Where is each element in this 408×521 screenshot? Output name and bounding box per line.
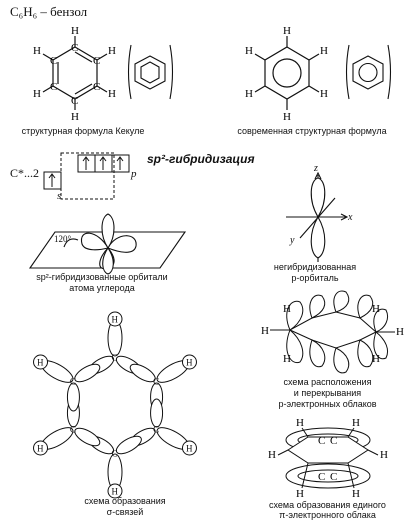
atom-label: H <box>268 449 276 461</box>
atom-label: H <box>352 417 360 429</box>
atom-label: C <box>71 95 78 107</box>
caption-unhybrid-2: p-орбиталь <box>291 273 339 283</box>
hydrogen-circle <box>107 483 123 499</box>
atom-label: H <box>186 444 193 454</box>
hydrogen-circle <box>33 440 49 456</box>
atom-label: H <box>186 358 193 368</box>
caption-unhybrid-1: негибридизованная <box>273 262 357 272</box>
caption-overlap-2: и перекрывания <box>293 388 362 398</box>
caption-sp2-2: атома углерода <box>69 283 135 293</box>
atom-label: C <box>93 55 100 67</box>
atom-label: H <box>33 45 41 57</box>
sigma-lobe <box>74 427 101 447</box>
p-overlap-scheme <box>270 290 395 374</box>
atom-label: C <box>153 425 159 435</box>
atom-label: C <box>318 471 325 483</box>
orbital-boxes <box>43 152 130 200</box>
atom-label: C <box>70 377 76 387</box>
sigma-lobe <box>129 363 156 383</box>
hydrogen-circle <box>181 440 197 456</box>
atom-label: C <box>50 55 57 67</box>
modern-structure <box>254 36 320 110</box>
pi-cloud-scheme <box>277 427 379 489</box>
atom-label: H <box>71 25 79 37</box>
atom-label: H <box>320 45 328 57</box>
atom-label: C <box>93 81 100 93</box>
page-title: C₆H₆ – бензол <box>10 4 88 19</box>
atom-label: H <box>396 326 404 338</box>
kekule-labels: H C H C H C H C H C H C <box>33 25 116 123</box>
atom-label: H <box>112 315 119 325</box>
atom-label: H <box>372 353 380 365</box>
atom-label: C <box>330 435 337 447</box>
atom-label: H <box>283 353 291 365</box>
atom-label: H <box>380 449 388 461</box>
atom-label: H <box>245 45 253 57</box>
modern-labels: H H H H H H <box>245 25 328 123</box>
atom-label: H <box>112 487 119 497</box>
caption-modern: современная структурная формула <box>237 126 387 136</box>
axis-z: z <box>314 163 318 174</box>
atom-label: H <box>320 88 328 100</box>
p-orbital-axes <box>286 171 349 262</box>
hybridization-label: sp²-гибридизация <box>147 152 255 166</box>
p-overlap-labels: H H H H H H <box>261 303 404 365</box>
atom-label: H <box>283 25 291 37</box>
s-label: s <box>57 190 62 202</box>
atom-label: H <box>37 358 44 368</box>
atom-label: H <box>33 88 41 100</box>
atom-label: H <box>372 303 380 315</box>
caption-sigma-1: схема образования <box>84 496 166 506</box>
angle-label: 120° <box>54 234 72 244</box>
atom-label: C <box>112 449 118 459</box>
atom-label: H <box>245 88 253 100</box>
atom-label: H <box>283 111 291 123</box>
p-label: p <box>131 168 137 180</box>
atom-label: H <box>108 88 116 100</box>
sigma-lobe <box>74 363 101 383</box>
caption-sigma-2: σ-связей <box>106 507 144 517</box>
kekule-bracket-hexagon <box>127 44 174 100</box>
caption-kekule: структурная формула Кекуле <box>21 126 145 136</box>
axis-y: y <box>290 235 295 246</box>
atom-label: H <box>261 325 269 337</box>
atom-label: H <box>71 111 79 123</box>
atom-label: H <box>352 488 360 500</box>
hydrogen-circle <box>33 354 49 370</box>
pi-cloud-labels: H H H H H H C C C C <box>268 417 388 500</box>
caption-overlap-3: p-электронных облаков <box>278 399 377 409</box>
caption-pi-2: π-электронного облака <box>279 510 376 520</box>
atom-label: C <box>318 435 325 447</box>
hydrogen-circle <box>181 354 197 370</box>
sigma-bond-scheme: H C H C H C H C H C H C <box>33 311 197 499</box>
sigma-lobe <box>115 435 142 455</box>
atom-label: H <box>108 45 116 57</box>
sigma-lobe <box>150 398 164 428</box>
sp2-orbitals <box>28 213 187 275</box>
atom-label: C <box>50 81 57 93</box>
atom-label: C <box>330 471 337 483</box>
atom-label: C <box>71 42 78 54</box>
atom-label: C <box>70 425 76 435</box>
hydrogen-circle <box>107 311 123 327</box>
atom-label: C <box>153 377 159 387</box>
atom-label: C <box>112 353 118 363</box>
kekule-structure <box>42 36 108 110</box>
atom-label: H <box>37 444 44 454</box>
caption-sp2-1: sp²-гибридизованные орбитали <box>36 272 168 282</box>
caption-pi-1: схема образования единого <box>269 500 386 510</box>
electron-config: C*...2 <box>10 166 40 180</box>
caption-overlap-1: схема расположения <box>283 377 372 387</box>
atom-label: H <box>296 488 304 500</box>
atom-label: H <box>296 417 304 429</box>
axis-x: x <box>348 212 353 223</box>
atom-label: H <box>283 303 291 315</box>
sigma-lobe <box>66 382 80 412</box>
modern-bracket-hexagon <box>345 44 392 100</box>
